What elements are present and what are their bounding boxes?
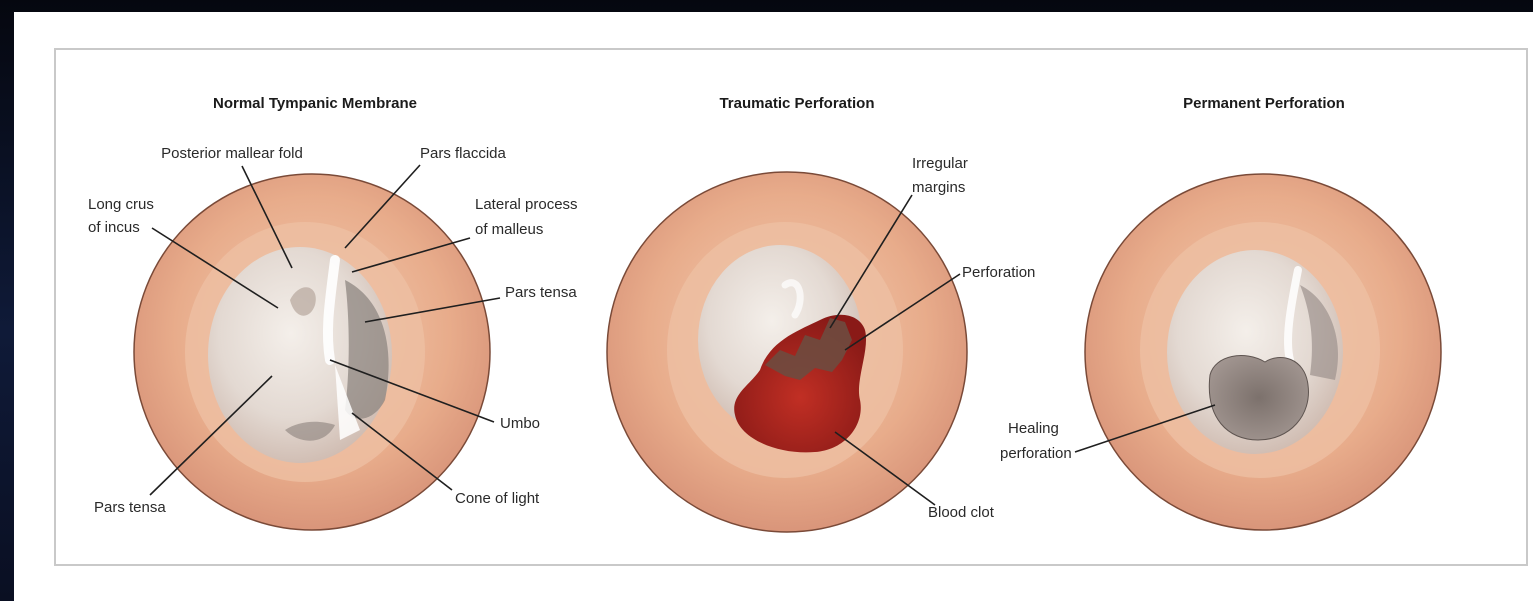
label-pars-flaccida: Pars flaccida (420, 145, 507, 162)
label-cone-of-light: Cone of light (455, 490, 540, 507)
panel-traumatic: Traumatic Perforation Irregular margins … (607, 95, 1035, 532)
label-blood-clot: Blood clot (928, 504, 995, 521)
panel-permanent: Permanent Perforation Healing perforatio… (1000, 95, 1441, 530)
label-pars-tensa-right: Pars tensa (505, 284, 577, 301)
label-umbo: Umbo (500, 415, 540, 432)
panel-title: Permanent Perforation (1183, 95, 1345, 112)
panel-title: Traumatic Perforation (719, 95, 874, 112)
label-long-crus-line1: Long crus (88, 196, 154, 213)
panel-title: Normal Tympanic Membrane (213, 95, 417, 112)
label-long-crus-line2: of incus (88, 219, 140, 236)
label-healing-line2: perforation (1000, 445, 1072, 462)
label-lateral-process-line2: of malleus (475, 221, 543, 238)
label-posterior-mallear-fold: Posterior mallear fold (161, 145, 303, 162)
label-pars-tensa-left: Pars tensa (94, 499, 166, 516)
label-lateral-process-line1: Lateral process (475, 196, 578, 213)
label-healing-line1: Healing (1008, 420, 1059, 437)
label-irregular-line1: Irregular (912, 155, 968, 172)
label-irregular-line2: margins (912, 179, 965, 196)
healing-perforation-hole (1209, 356, 1308, 440)
label-perforation: Perforation (962, 264, 1035, 281)
panel-normal: Normal Tympanic Membrane Posterior malle… (88, 95, 578, 530)
